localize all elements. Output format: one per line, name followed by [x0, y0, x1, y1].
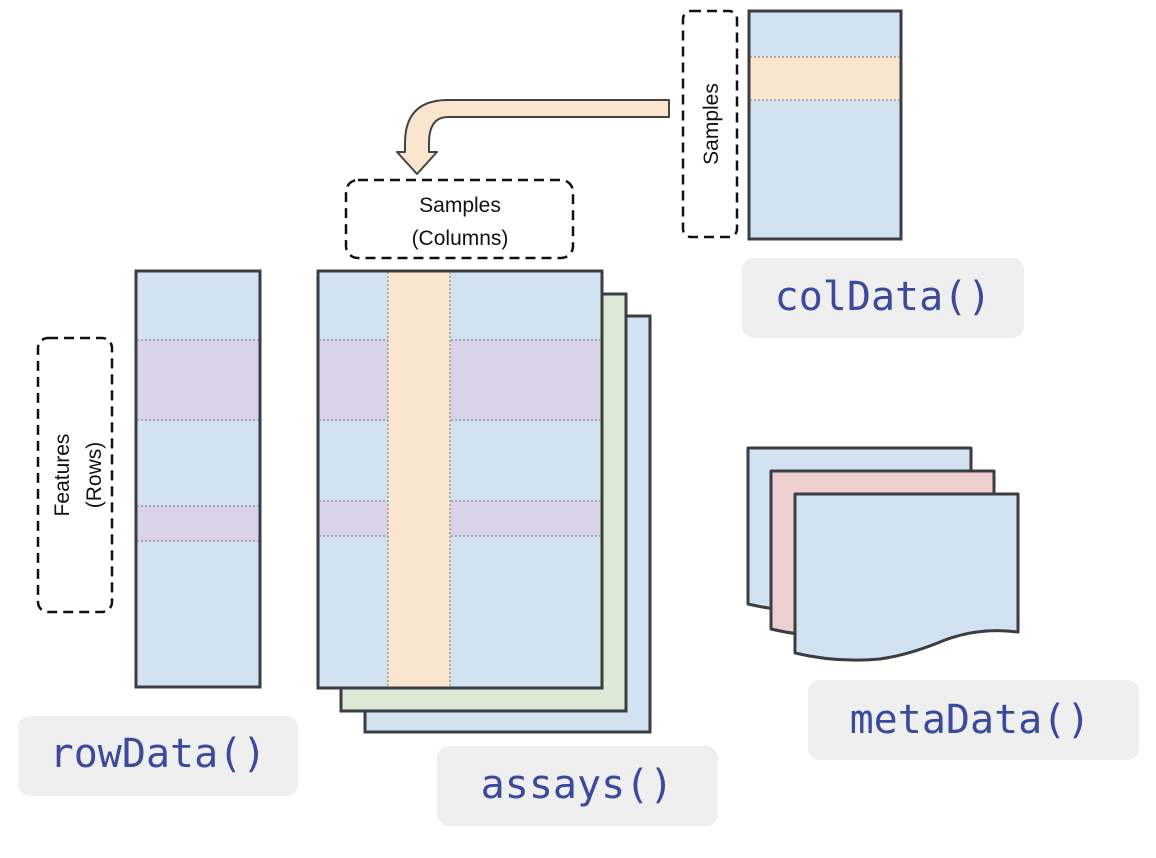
assay-highlight-column	[388, 272, 450, 687]
coldata-function-label: colData()	[775, 274, 992, 320]
assay-row-dividers	[319, 339, 601, 537]
features-label-line1: Features	[51, 434, 74, 517]
rowdata-highlight-row	[137, 506, 259, 541]
samples-columns-box	[344, 178, 575, 260]
coldata-table	[747, 9, 903, 241]
samples-columns-label-line1: Samples	[419, 194, 501, 217]
assay-highlight-row	[319, 501, 601, 536]
assay-matrix-front	[316, 269, 604, 690]
assays-group: assays()	[316, 269, 718, 826]
curved-arrow-icon	[396, 99, 670, 175]
metadata-page-front	[793, 492, 1020, 662]
rowdata-row-dividers	[137, 339, 259, 542]
rowdata-code-bg	[18, 716, 298, 796]
coldata-highlight-row	[750, 57, 900, 100]
assay-column-dividers	[387, 272, 451, 687]
samples-columns-bracket: Samples (Columns)	[344, 178, 575, 260]
rowdata-function-label: rowData()	[50, 731, 267, 777]
samples-columns-label-line2: (Columns)	[412, 227, 509, 250]
rowdata-highlight-row	[137, 340, 259, 420]
features-rows-bracket	[36, 336, 114, 614]
rowdata-table	[134, 269, 262, 689]
metadata-group: metaData()	[746, 446, 1139, 760]
assay-highlight-row	[319, 340, 601, 420]
metadata-function-label: metaData()	[850, 697, 1091, 743]
assays-function-label: assays()	[481, 762, 674, 808]
coldata-samples-bracket	[681, 9, 739, 239]
coldata-code-bg	[742, 258, 1024, 338]
features-label-line2: (Rows)	[83, 442, 106, 509]
coldata-group: Samples colData()	[681, 9, 1024, 338]
assays-code-bg	[437, 746, 718, 826]
coldata-samples-label: Samples	[700, 83, 723, 165]
metadata-code-bg	[808, 680, 1139, 760]
rowdata-group: Features (Rows) rowData()	[18, 269, 298, 796]
